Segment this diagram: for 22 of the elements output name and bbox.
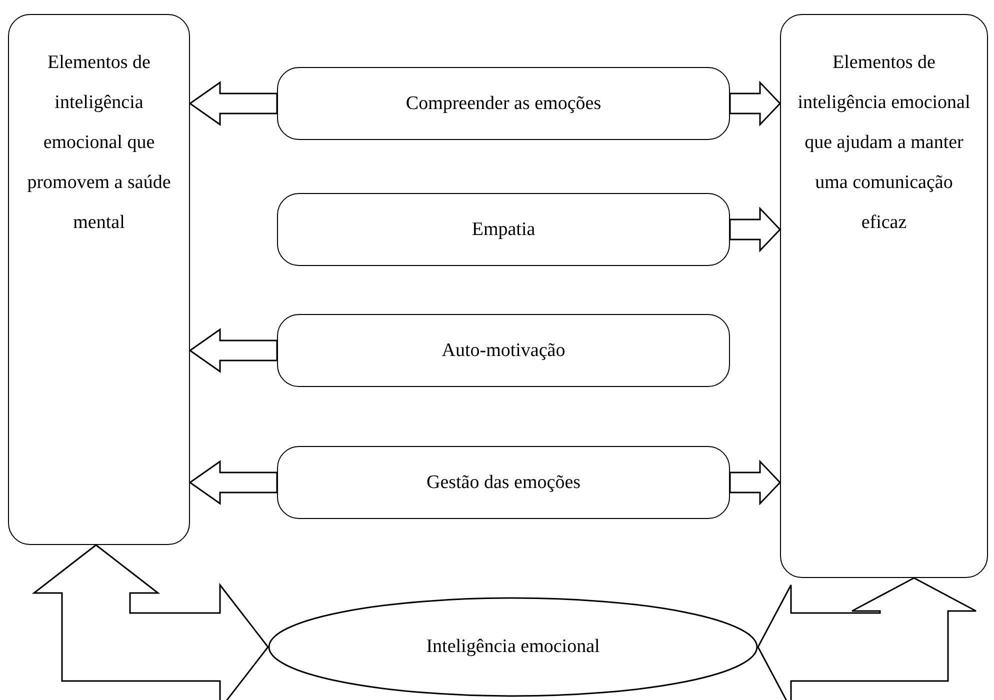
node-label: Elementos de inteligência emocional que promovem a saúde mental [26, 51, 172, 235]
node-label: Auto-motivação [442, 340, 566, 362]
ellipse-node [268, 597, 758, 697]
process-box [277, 67, 730, 140]
category-box [780, 14, 988, 578]
block-arrow [729, 80, 782, 126]
node-label: Empatia [472, 218, 536, 240]
category-box [8, 14, 190, 545]
block-arrow [757, 577, 977, 700]
block-arrow [188, 81, 278, 126]
block-arrow [188, 328, 278, 373]
node-label: Inteligência emocional [426, 636, 600, 658]
process-box [277, 446, 730, 519]
block-arrow [32, 544, 269, 700]
node-label: Elementos de inteligência emocional que ajudam a manter uma comunicação eficaz [797, 51, 971, 235]
node-label: Compreender as emoções [406, 92, 602, 114]
block-arrow [729, 206, 782, 252]
process-box [277, 193, 730, 266]
block-arrow [188, 460, 278, 505]
node-label: Gestão das emoções [426, 472, 581, 494]
process-box [277, 314, 730, 387]
block-arrow [729, 460, 782, 506]
